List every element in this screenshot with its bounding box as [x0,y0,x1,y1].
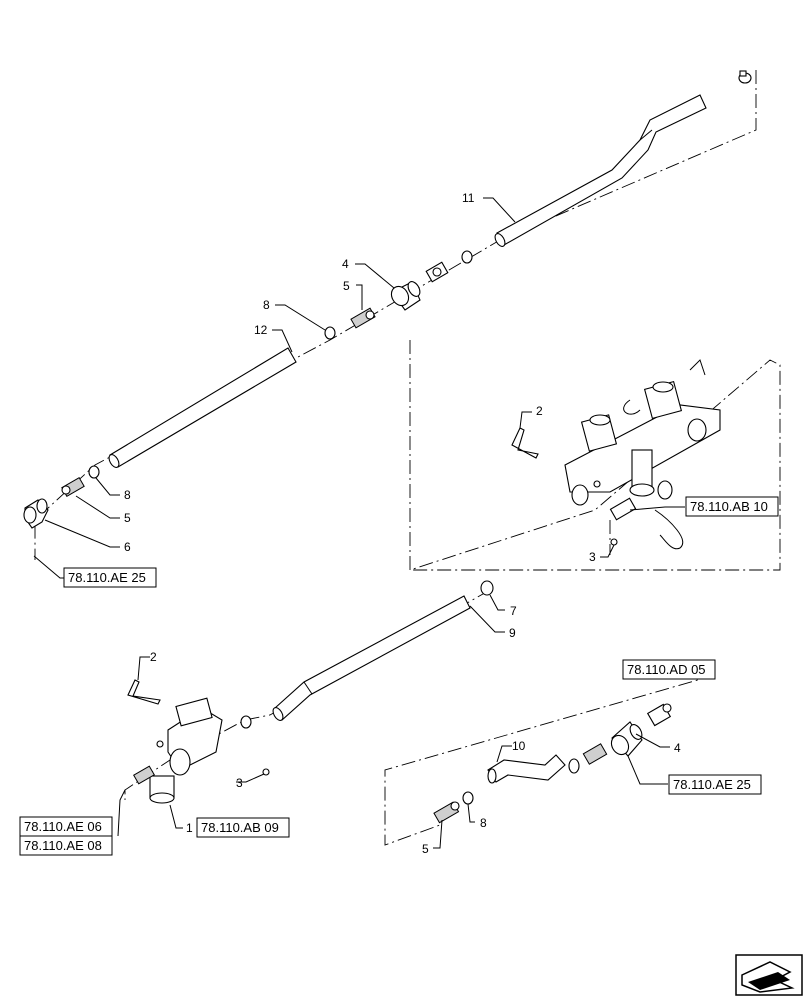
part-number-8-upper: 8 [263,298,270,312]
barb-fitting-5a [350,307,376,329]
clamp-upper [461,250,473,264]
ref-box-78110ae25-bottom[interactable]: 78.110.AE 25 [668,774,762,795]
bracket-2a [511,427,539,459]
hose-11 [494,94,707,247]
hose-9 [272,595,471,721]
ref-box-78110ad05[interactable]: 78.110.AD 05 [622,659,716,680]
clamp-top-end [738,70,752,84]
clamp-8a [324,326,336,340]
part-number-10: 10 [512,739,526,753]
part-number-11: 11 [462,191,475,205]
tee-fitting-4a [390,281,421,311]
ref-label-78110ae08: 78.110.AE 08 [24,838,102,853]
ref-label-78110ae06: 78.110.AE 06 [24,819,102,834]
ref-box-78110ae08[interactable]: 78.110.AE 08 [19,835,113,856]
bracket-2b [127,679,161,705]
barb-fitting-lower [568,743,608,774]
tee-fitting-4b [610,703,672,757]
part-number-3-upper: 3 [589,550,596,564]
part-number-8-lower: 8 [480,816,487,830]
clamp-8b [88,465,100,479]
part-number-5-lower: 5 [422,842,429,856]
clamp-7 [480,580,494,596]
part-number-9: 9 [509,626,516,640]
valve-assembly-1 [133,697,223,804]
barb-fitting-upper [425,261,449,283]
leader-lines [33,197,685,849]
ref-box-78110ae06[interactable]: 78.110.AE 06 [19,816,113,837]
part-number-4-upper: 4 [342,257,349,271]
part-number-2-lower: 2 [150,650,157,664]
ref-label-78110ae25-bottom: 78.110.AE 25 [673,777,751,792]
hose-12 [108,347,297,468]
part-number-12: 12 [254,323,268,337]
part-number-8-left: 8 [124,488,131,502]
barb-fitting-5b [61,476,85,498]
part-number-4-lower: 4 [674,741,681,755]
ref-label-78110ae25-top: 78.110.AE 25 [68,570,146,585]
clamp-8c [462,791,474,805]
barb-fitting-5c [433,801,460,824]
valve-manifold-assembly [564,359,721,550]
ref-box-78110ab09[interactable]: 78.110.AB 09 [196,817,290,838]
part-number-2-upper: 2 [536,404,543,418]
clamp-lower-left [240,715,252,729]
ref-label-78110ab10: 78.110.AB 10 [690,499,768,514]
ref-label-78110ab09: 78.110.AB 09 [201,820,279,835]
part-number-1: 1 [186,821,193,835]
part-number-7: 7 [510,604,517,618]
ref-box-78110ab10[interactable]: 78.110.AB 10 [685,496,779,517]
part-number-5-upper: 5 [343,279,350,293]
part-number-3-lower: 3 [236,776,243,790]
ref-box-78110ae25-top[interactable]: 78.110.AE 25 [63,567,157,588]
next-page-arrow-icon[interactable] [735,954,803,996]
elbow-fitting-6 [23,498,49,529]
screw-3b [262,768,270,776]
ref-label-78110ad05: 78.110.AD 05 [627,662,706,677]
hose-10 [487,754,566,784]
part-number-6: 6 [124,540,131,554]
part-number-labels: 11 4 5 8 12 8 5 6 2 3 7 9 2 3 1 10 4 8 5 [124,191,681,856]
part-number-5-left: 5 [124,511,131,525]
